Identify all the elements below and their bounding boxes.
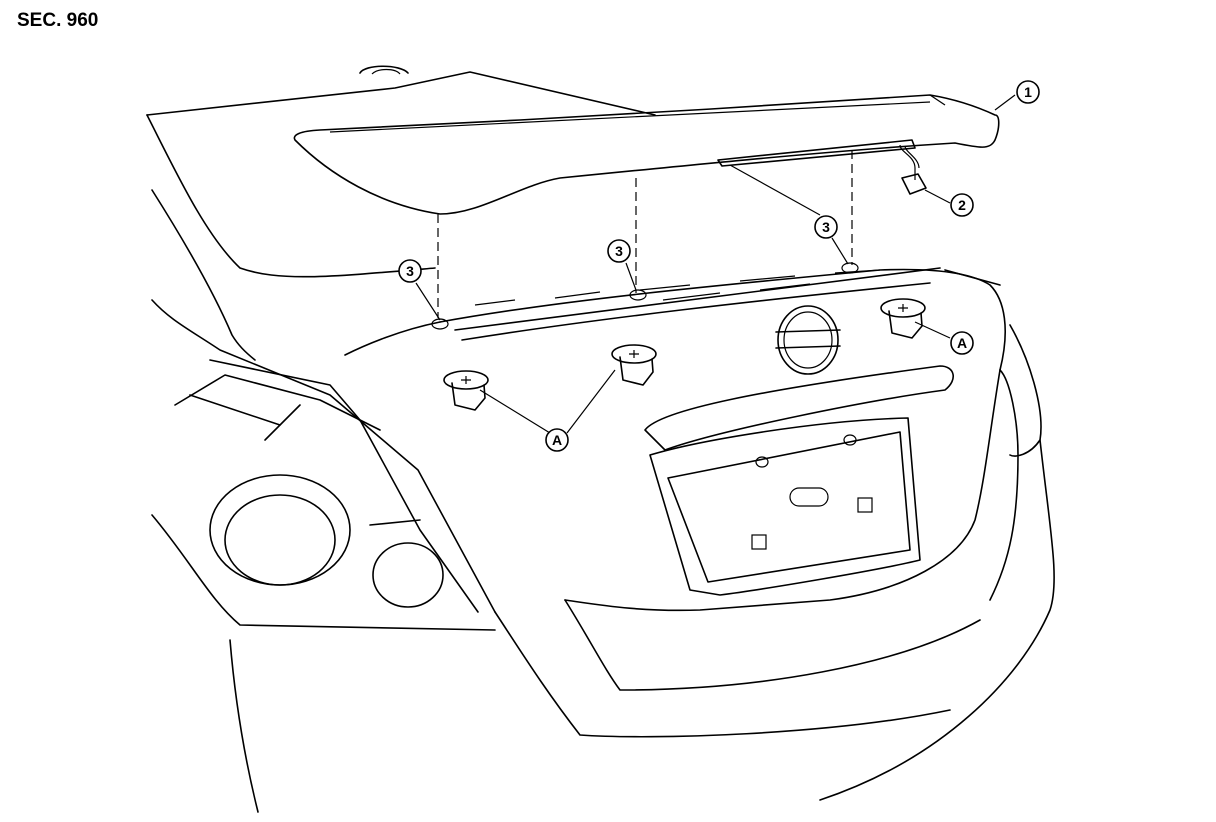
installation-lines	[437, 150, 853, 318]
callout-3-left: 3	[398, 259, 422, 283]
section-label: SEC. 960	[17, 10, 99, 31]
callout-a-pair: A	[545, 428, 569, 452]
grommet-left	[443, 370, 489, 411]
callout-a-right: A	[950, 331, 974, 355]
grommet-middle	[611, 344, 657, 386]
rear-window	[146, 65, 656, 361]
svg-text:1: 1	[1024, 84, 1032, 100]
callout-3-middle: 3	[607, 239, 631, 263]
svg-text:A: A	[957, 335, 967, 351]
svg-text:3: 3	[406, 263, 414, 279]
connector	[899, 144, 927, 195]
leader-lines	[415, 94, 1016, 434]
tail-lamp	[151, 299, 496, 631]
svg-text:2: 2	[958, 197, 966, 213]
svg-text:3: 3	[615, 243, 623, 259]
rear-bumper	[229, 269, 1055, 813]
callout-2: 2	[950, 193, 974, 217]
license-plate-area	[644, 365, 954, 596]
svg-text:A: A	[552, 432, 562, 448]
callout-3-right: 3	[814, 215, 838, 239]
grommet-right	[880, 298, 926, 339]
svg-text:3: 3	[822, 219, 830, 235]
clip-holes	[431, 262, 859, 330]
callout-1: 1	[1016, 80, 1040, 104]
nissan-emblem	[775, 305, 841, 375]
rear-spoiler	[293, 94, 1000, 216]
trunk-lid	[344, 267, 1006, 612]
